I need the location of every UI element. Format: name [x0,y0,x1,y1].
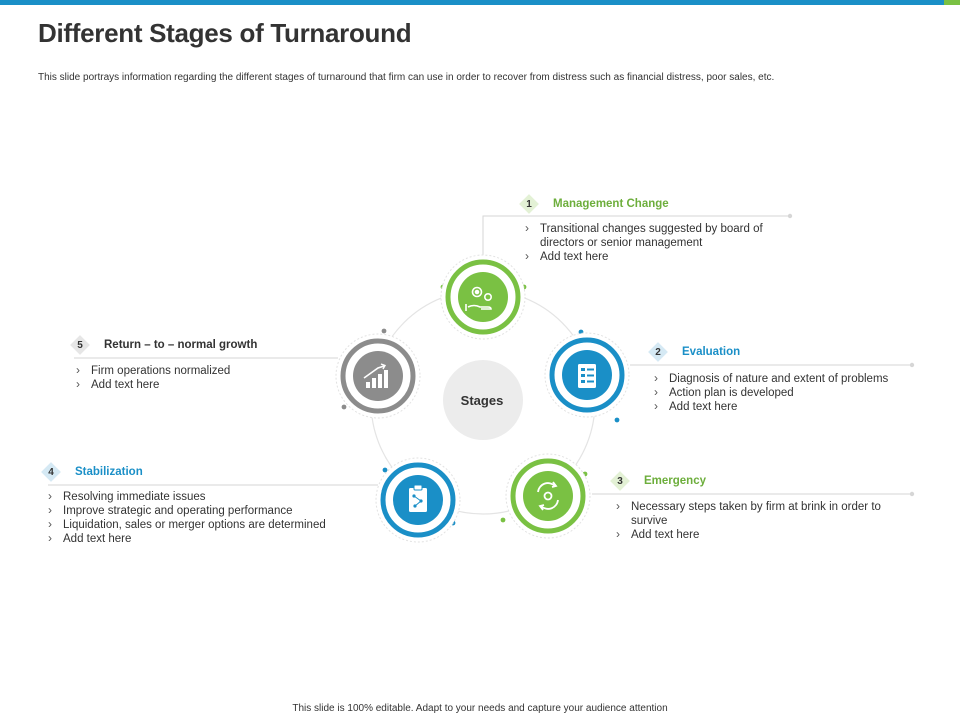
footer-note: This slide is 100% editable. Adapt to yo… [292,703,668,714]
stage-5-title: Return – to – normal growth [104,339,258,351]
stage-2-header: 2 Evaluation [648,342,740,362]
stage-2-number-badge: 2 [648,342,668,362]
stage-5-bullets: Firm operations normalized Add text here [76,363,331,392]
stage-2-title: Evaluation [682,346,741,358]
page-subtitle: This slide portrays information regardin… [38,72,775,83]
list-item: Add text here [525,249,790,264]
refresh-gear-icon [537,481,559,511]
stage-4-number-badge: 4 [41,462,61,482]
stage-4-circle [375,457,461,543]
stage-3-title: Emergency [644,475,707,487]
stage-3-bullets: Necessary steps taken by firm at brink i… [616,499,906,542]
clipboard-flow-icon [409,484,427,512]
stage-1-title: Management Change [553,198,669,210]
list-item: Necessary steps taken by firm at brink i… [616,499,906,528]
list-item: Liquidation, sales or merger options are… [48,517,368,532]
top-accent-bar [0,0,944,5]
list-item: Transitional changes suggested by board … [525,221,790,250]
stage-5-header: 5 Return – to – normal growth [70,335,257,355]
stage-5-number-badge: 5 [70,335,90,355]
stage-2-bullets: Diagnosis of nature and extent of proble… [654,371,924,414]
stage-4-bullets: Resolving immediate issues Improve strat… [48,489,368,546]
gears-hand-icon [465,286,492,311]
page-title: Different Stages of Turnaround [38,18,412,48]
list-item: Add text here [654,399,924,414]
center-label: Stages [460,392,504,408]
list-item: Action plan is developed [654,385,924,400]
list-item: Resolving immediate issues [48,489,368,504]
stage-1-number-badge: 1 [519,194,539,214]
stage-3-number-badge: 3 [610,471,630,491]
top-accent-bar-end [944,0,960,5]
stage-1-bullets: Transitional changes suggested by board … [525,221,790,264]
list-item: Diagnosis of nature and extent of proble… [654,371,924,386]
list-item: Firm operations normalized [76,363,331,378]
list-item: Add text here [616,527,906,542]
list-item: Add text here [48,531,368,546]
list-item: Improve strategic and operating performa… [48,503,368,518]
stage-1-circle [440,254,526,340]
stage-4-header: 4 Stabilization [41,462,143,482]
stage-3-header: 3 Emergency [610,471,706,491]
checklist-icon [578,364,596,388]
center-circle [443,360,523,440]
growth-chart-icon [363,363,388,388]
stage-4-title: Stabilization [75,466,143,478]
stage-3-circle [505,453,591,539]
list-item: Add text here [76,377,331,392]
stage-1-header: 1 Management Change [519,194,669,214]
